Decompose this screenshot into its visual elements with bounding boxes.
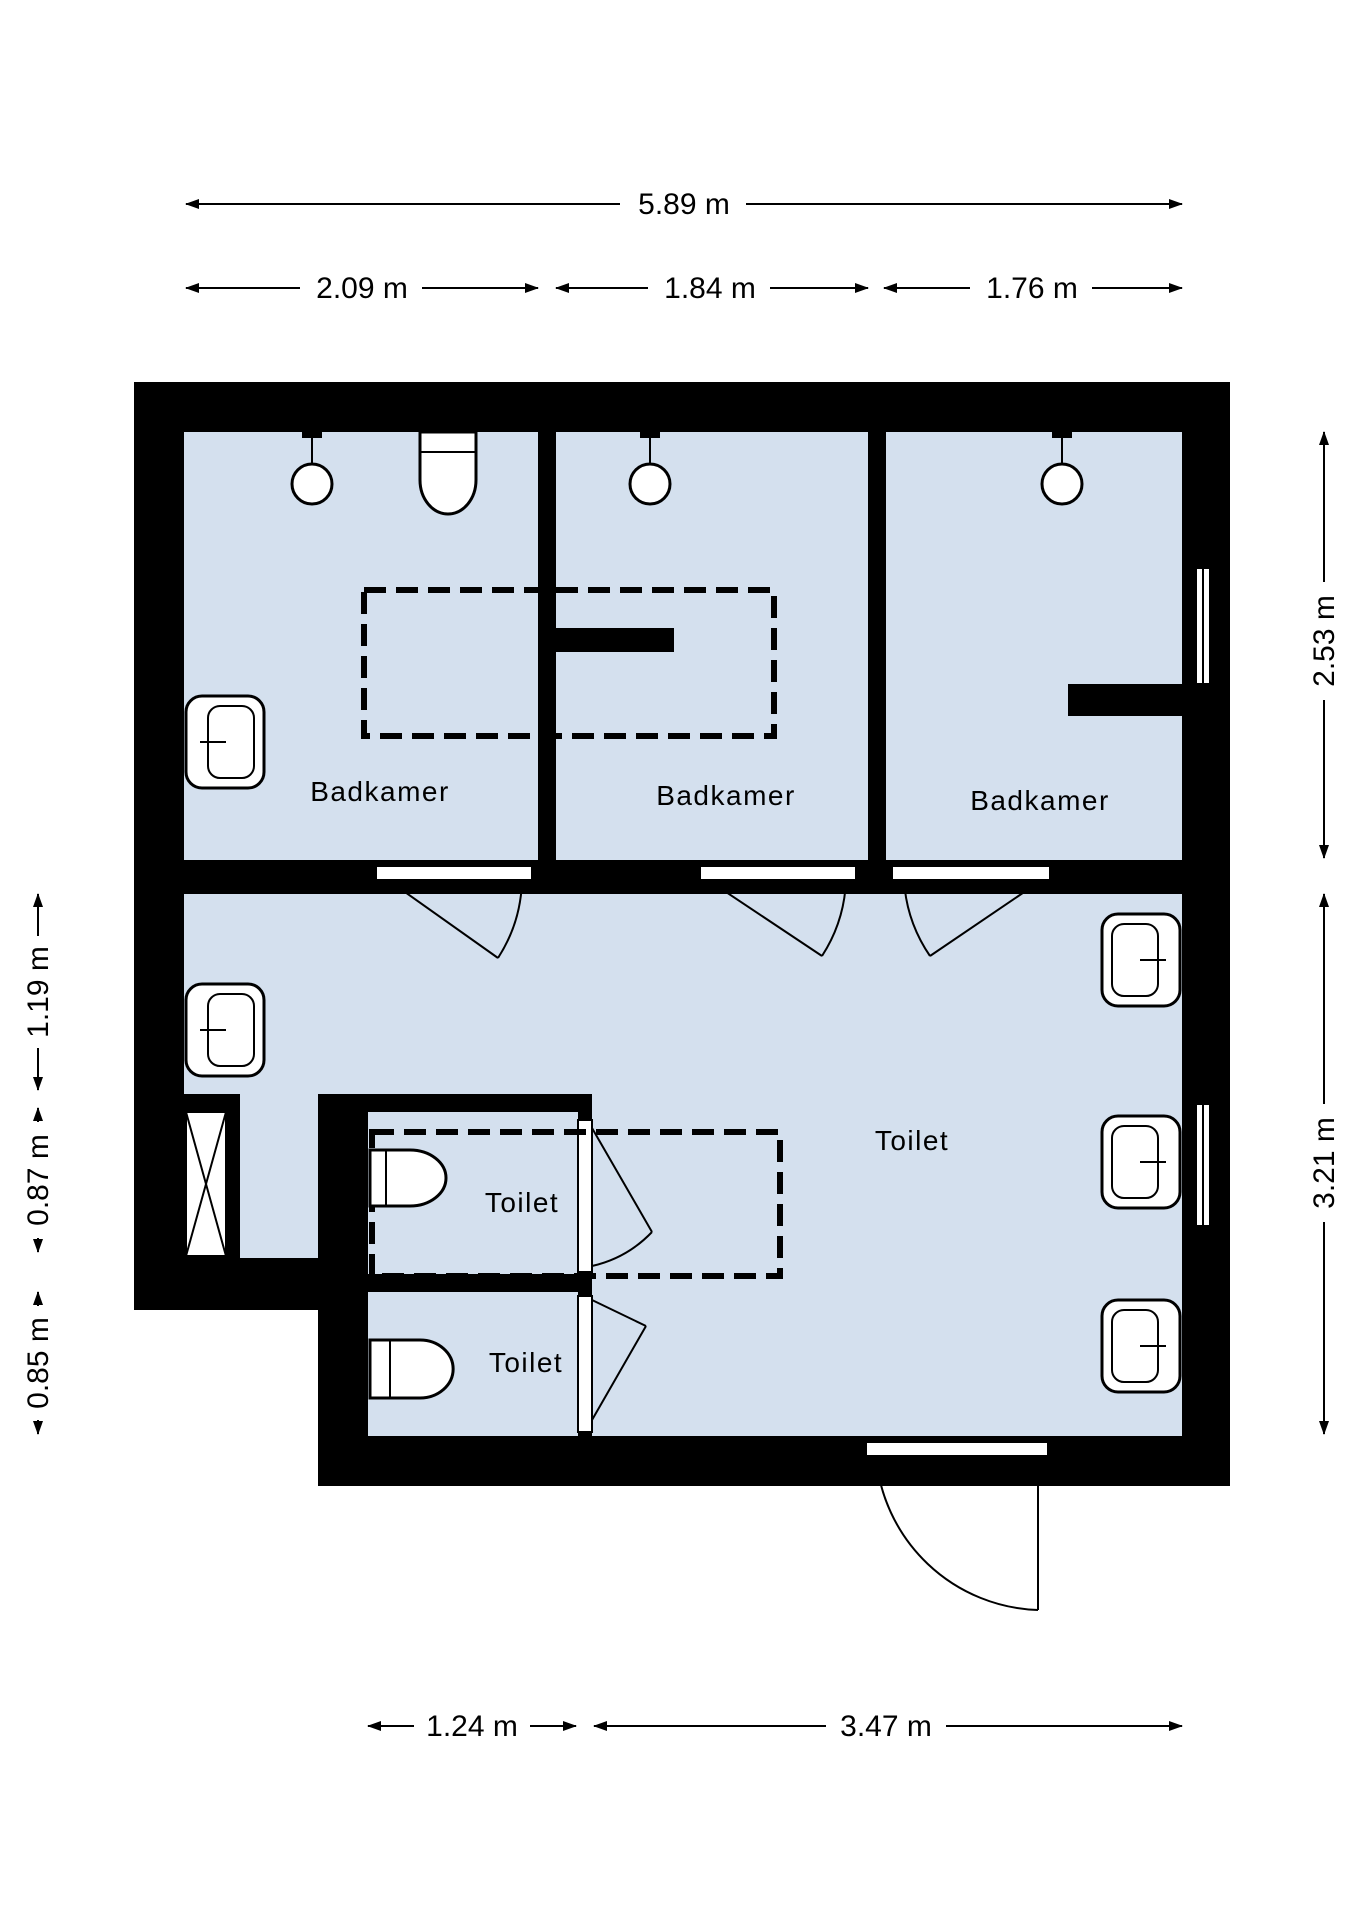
wall-corridor-north-pillar [856, 860, 892, 894]
dimension-label: 0.87 m [22, 1134, 55, 1226]
dimension-top-left: 2.09 m [185, 272, 539, 305]
dimension-label: 2.53 m [1308, 595, 1341, 687]
dimension-label: 1.19 m [22, 946, 55, 1038]
toilet-bowl-icon [418, 430, 478, 516]
wall-corridor-north-left [184, 860, 376, 894]
door-swing-toilet-2 [591, 1299, 647, 1421]
dimension-left-upper: 1.19 m [22, 893, 55, 1091]
door-swing-bathroom-3 [903, 879, 1043, 957]
toilet-bowl-icon [368, 1148, 448, 1208]
dimension-label: 0.85 m [22, 1317, 55, 1409]
dimension-label: 3.21 m [1308, 1117, 1341, 1209]
sink-icon [184, 694, 266, 790]
sink-icon [1100, 1298, 1182, 1394]
wall-storage-right [226, 1094, 240, 1258]
dimension-bottom-left: 1.24 m [367, 1710, 577, 1743]
floor-storage [240, 1090, 318, 1258]
sink-icon [1100, 1114, 1182, 1210]
floor-toilet-main-low [592, 1090, 1182, 1436]
toilet-bowl-icon [368, 1338, 455, 1400]
room-label-toilet-small-1: Toilet [485, 1187, 559, 1218]
windows [1182, 567, 1230, 1486]
wall-toilet-block-left [318, 1094, 368, 1436]
door-frame-toilet-1 [577, 1119, 593, 1273]
floor-bathroom-3 [886, 432, 1182, 860]
dimension-label: 1.84 m [664, 272, 756, 305]
room-label-toilet-main: Toilet [875, 1125, 949, 1156]
doors [375, 865, 1051, 1611]
wall-stub-bath-3 [1068, 684, 1182, 716]
dimension-top-mid: 1.84 m [555, 272, 869, 305]
wall-stub-bath-2 [556, 628, 674, 652]
room-label-bathroom-2: Badkamer [656, 780, 796, 811]
floors [184, 432, 1182, 1436]
shaft-icon [185, 1111, 227, 1257]
dimension-label: 5.89 m [638, 188, 730, 221]
sink-icon [1100, 912, 1182, 1008]
dimension-right-upper: 2.53 m [1308, 431, 1341, 859]
wall-corridor-north-mid [532, 860, 700, 894]
dimension-label: 1.24 m [426, 1710, 518, 1743]
door-frame-toilet-2 [577, 1295, 593, 1433]
dimension-right-lower: 3.21 m [1308, 893, 1341, 1435]
dimension-bottom-right: 3.47 m [593, 1710, 1183, 1743]
dimension-label: 3.47 m [840, 1710, 932, 1743]
door-frame-bathroom-2 [699, 865, 857, 881]
dimension-left-lower: 0.85 m [22, 1291, 55, 1435]
sink-icon [184, 982, 266, 1078]
shower-head-icon [628, 432, 672, 506]
fixtures [184, 430, 1182, 1400]
dimension-top-right: 1.76 m [883, 272, 1183, 305]
door-frame-bathroom-1 [375, 865, 533, 881]
dimension-left-mid: 0.87 m [22, 1107, 55, 1253]
wall-east-lower [1182, 1226, 1230, 1486]
shower-head-icon [1040, 432, 1084, 506]
door-frame-bathroom-3 [891, 865, 1051, 881]
wall-storage-bottom [184, 1258, 318, 1310]
room-label-bathroom-1: Badkamer [310, 776, 450, 807]
dimension-label: 1.76 m [986, 272, 1078, 305]
shower-head-icon [290, 432, 334, 506]
wall-bath-1-2 [538, 432, 556, 860]
door-swing-bathroom-2 [707, 879, 847, 957]
dimension-label: 2.09 m [316, 272, 408, 305]
room-label-toilet-small-2: Toilet [489, 1347, 563, 1378]
wall-corridor-north-right [1050, 860, 1182, 894]
room-labels: Badkamer Badkamer Badkamer Toilet Toilet… [310, 776, 1110, 1378]
door-swing-bathroom-1 [387, 879, 523, 959]
wall-toilet-block-top [318, 1094, 592, 1112]
door-frame-entrance [865, 1441, 1049, 1457]
wall-bath-2-3 [868, 432, 886, 860]
shower-area-upper [361, 587, 777, 739]
floor-toilet-main [184, 894, 1182, 1094]
room-label-bathroom-3: Badkamer [970, 785, 1110, 816]
door-swing-entrance [875, 1455, 1039, 1611]
door-swing-toilet-1 [591, 1127, 653, 1267]
dimension-top-total: 5.89 m [185, 188, 1183, 221]
